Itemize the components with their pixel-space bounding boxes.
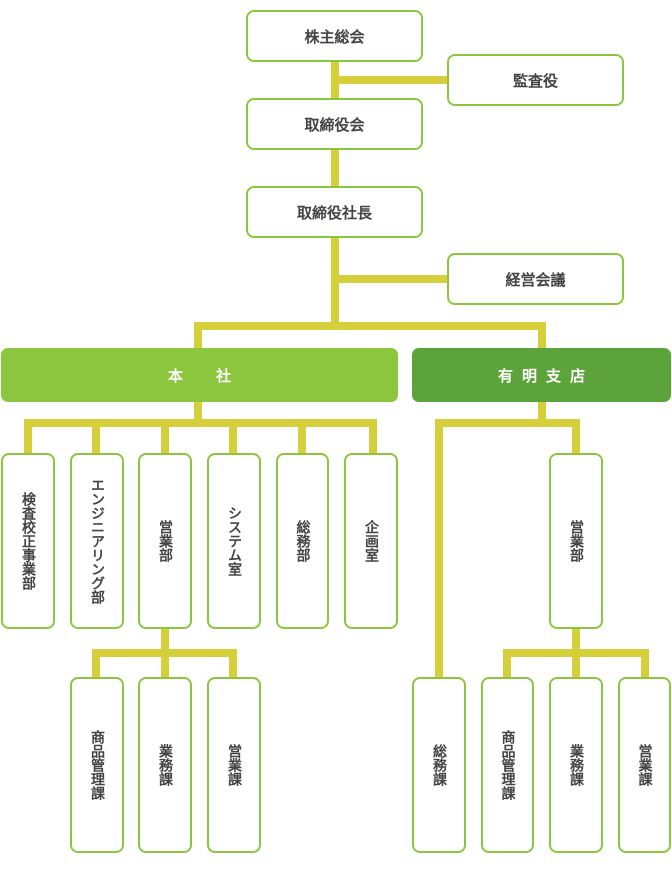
connector-dept-4 <box>229 419 237 455</box>
connector-dept-6 <box>369 419 377 455</box>
connector-ariake-sec-1 <box>503 649 511 679</box>
connector-branch-horizontal <box>194 322 546 330</box>
ariake-section-box: 業務課 <box>549 677 603 853</box>
connector-dept-1 <box>24 419 32 455</box>
department-label: 営業部 <box>157 520 173 562</box>
ariake-branch-label: 有明支店 <box>497 366 594 385</box>
connector-ariake-sales-dept <box>572 419 580 455</box>
connector-dept-2 <box>92 419 100 455</box>
management-meeting-label: 経営会議 <box>505 270 566 289</box>
honsha-section-box: 商品管理課 <box>70 677 124 853</box>
honsha-department-box: システム室 <box>207 453 261 629</box>
connector-ariake-stem <box>538 400 546 424</box>
connector-management-meeting <box>339 275 449 283</box>
department-label: エンジニアリング部 <box>89 478 105 604</box>
connector-ariake-sec-3 <box>641 649 649 679</box>
board-of-directors-label: 取締役会 <box>304 115 365 134</box>
section-label: 商品管理課 <box>499 730 516 800</box>
department-label: 営業部 <box>568 520 584 562</box>
connector-honsha-sec-1 <box>92 649 100 679</box>
department-label: 企画室 <box>363 520 379 562</box>
connector-dept-5 <box>298 419 306 455</box>
ariake-branch-bar: 有明支店 <box>412 348 671 402</box>
connector-honsha-sales-stem <box>161 626 169 654</box>
honsha-section-box: 業務課 <box>138 677 192 853</box>
connector-honsha-sec-2 <box>161 649 169 679</box>
department-label: 検査校正事業部 <box>20 492 36 590</box>
honsha-department-box: エンジニアリング部 <box>70 453 124 629</box>
section-label: 業務課 <box>568 744 584 786</box>
connector-honsha-dept-horizontal <box>24 419 377 427</box>
honsha-department-box: 総務部 <box>276 453 329 629</box>
board-of-directors-box: 取締役会 <box>246 98 423 150</box>
honsha-department-box: 営業部 <box>138 453 192 629</box>
president-label: 取締役社長 <box>296 203 372 222</box>
connector-honsha-stem <box>194 400 202 424</box>
connector-ariake-horizontal <box>435 419 580 427</box>
connector-honsha-drop <box>194 322 202 350</box>
honsha-department-box: 検査校正事業部 <box>1 453 55 629</box>
shareholders-meeting-box: 株主総会 <box>246 10 423 62</box>
ariake-section-box: 営業課 <box>618 677 671 853</box>
connector-auditor <box>339 76 449 84</box>
connector-dept-3 <box>161 419 169 455</box>
department-label: システム室 <box>226 506 242 576</box>
connector-ariake-sec-2 <box>572 649 580 679</box>
connector-ariake-general-affairs <box>435 419 443 679</box>
connector-ariake-drop <box>538 322 546 350</box>
honsha-section-box: 営業課 <box>207 677 261 853</box>
department-label: 総務部 <box>294 520 311 562</box>
connector-honsha-sec-3 <box>229 649 237 679</box>
honsha-label: 本 社 <box>167 366 240 385</box>
ariake-section-box: 商品管理課 <box>481 677 534 853</box>
section-label: 業務課 <box>157 744 173 786</box>
ariake-general-affairs-box: 総務課 <box>412 677 466 853</box>
section-label: 営業課 <box>636 744 653 786</box>
auditor-label: 監査役 <box>512 71 558 90</box>
president-box: 取締役社長 <box>246 186 423 238</box>
honsha-department-box: 企画室 <box>344 453 398 629</box>
management-meeting-box: 経営会議 <box>447 253 624 305</box>
connector-ariake-sales-stem <box>572 626 580 654</box>
honsha-bar: 本 社 <box>1 348 398 402</box>
section-label: 商品管理課 <box>89 730 105 800</box>
section-label: 営業課 <box>226 744 242 786</box>
shareholders-meeting-label: 株主総会 <box>304 27 365 46</box>
auditor-box: 監査役 <box>447 54 624 106</box>
section-label: 総務課 <box>431 744 447 786</box>
ariake-sales-department-box: 営業部 <box>549 453 603 629</box>
